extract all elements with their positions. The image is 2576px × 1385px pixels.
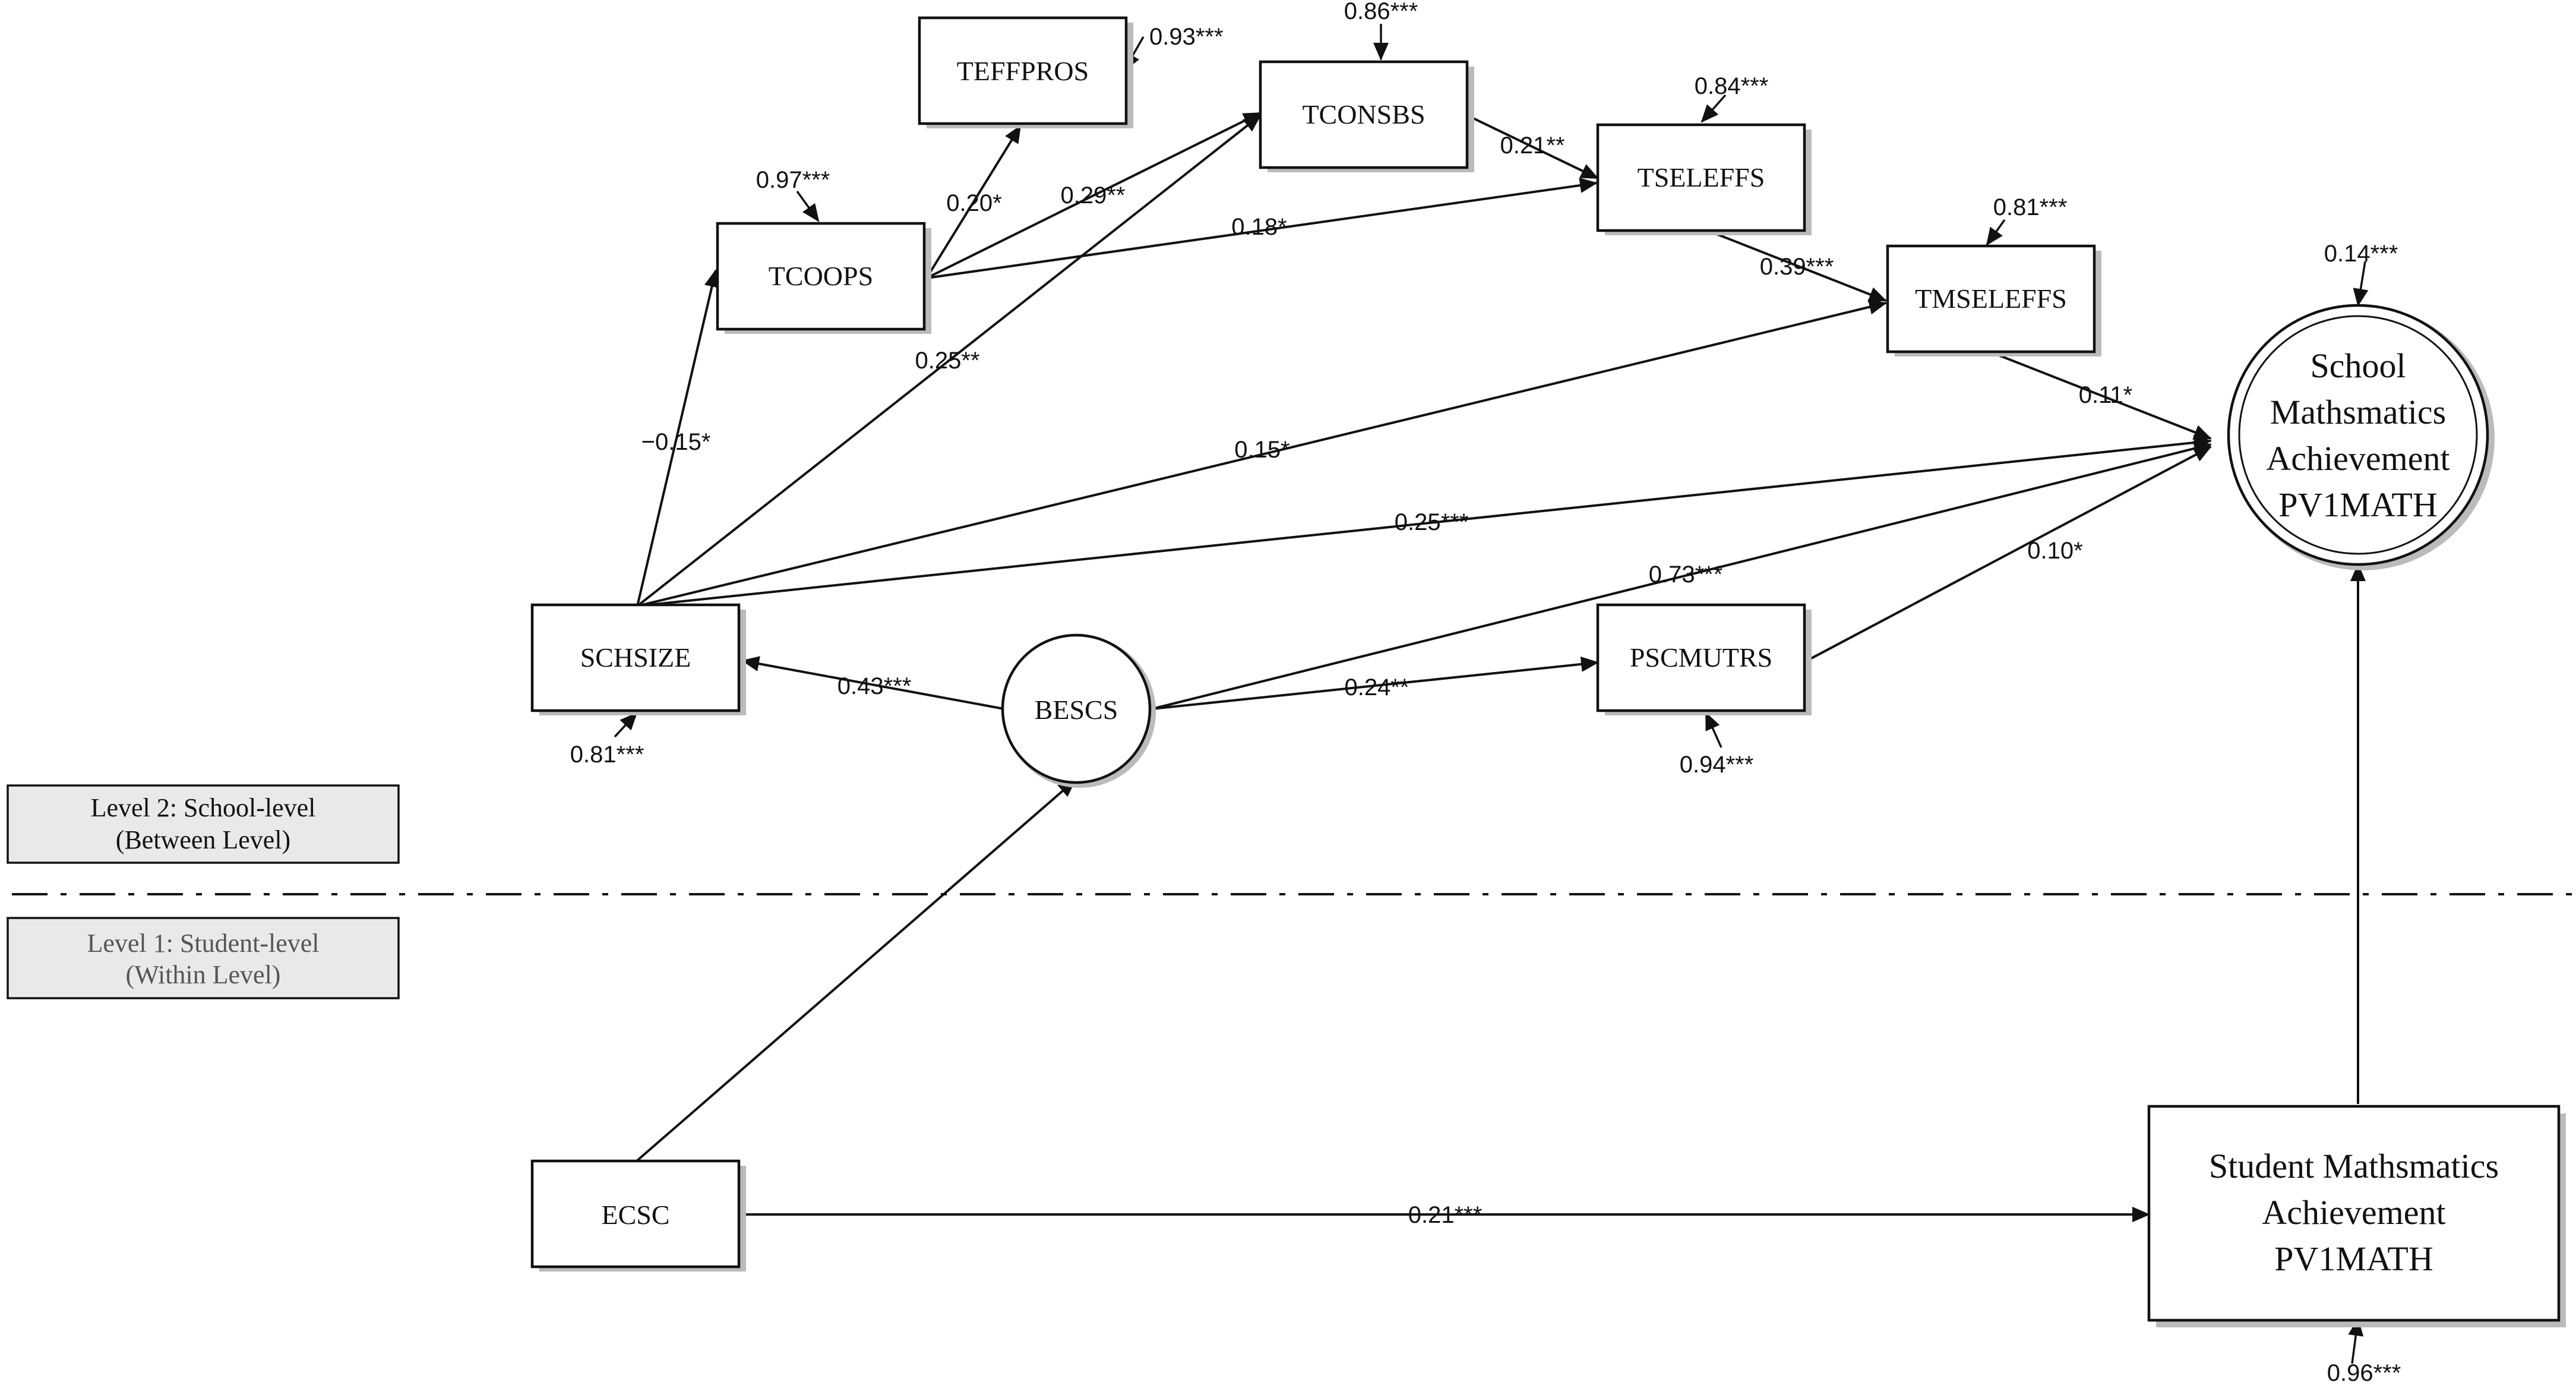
- coef-besc-pscmutrs: 0.24**: [1345, 674, 1409, 701]
- node-teffpros-label: TEFFPROS: [957, 56, 1089, 86]
- residual-tseleffs: 0.84***: [1695, 73, 1769, 99]
- path-schsize-tcoops: [636, 269, 720, 607]
- path-pscmutrs-school: [1806, 446, 2212, 662]
- residual-pscmutrs: 0.94***: [1680, 752, 1754, 778]
- school-achievement-line-3: Achievement: [2266, 439, 2449, 478]
- residual-arrow-tcoops: [796, 190, 820, 222]
- node-besc: BESCS: [1001, 633, 1156, 788]
- school-achievement-line-2: Mathsmatics: [2270, 393, 2446, 431]
- residual-arrow-pscmutrs: [1705, 712, 1722, 748]
- node-tcoops-label: TCOOPS: [769, 261, 873, 291]
- node-student-achievement: Student Mathsmatics Achievement PV1MATH: [2147, 1105, 2566, 1327]
- student-achievement-line-2: Achievement: [2262, 1193, 2445, 1232]
- residual-arrow-tmseleffs: [1986, 219, 2006, 246]
- coef-schsize-tmseleffs: 0.15*: [1234, 437, 1289, 463]
- node-tseleffs: TSELEFFS: [1596, 123, 1812, 235]
- node-schsize: SCHSIZE: [530, 603, 746, 715]
- coef-schsize-tcoops: −0.15*: [641, 429, 711, 455]
- node-pscmutrs: PSCMUTRS: [1596, 603, 1812, 715]
- node-tmseleffs: TMSELEFFS: [1886, 244, 2101, 356]
- level-2-title: Level 2: School-level: [91, 793, 316, 822]
- node-tmseleffs-label: TMSELEFFS: [1915, 283, 2067, 314]
- level-2-label: Level 2: School-level (Between Level): [7, 784, 400, 864]
- residual-arrow-tseleffs: [1701, 94, 1727, 123]
- coef-besc-schsize: 0.43***: [837, 673, 912, 699]
- path-tmseleffs-school: [1989, 351, 2212, 440]
- coef-schsize-tconsbs: 0.25**: [915, 348, 980, 374]
- path-tcoops-teffpros: [925, 125, 1022, 279]
- residual-tcoops: 0.97***: [756, 167, 830, 193]
- coef-pscmutrs-school: 0.10*: [2027, 538, 2082, 564]
- path-tseleffs-tmseleffs: [1710, 231, 1887, 302]
- residual-arrow-school: [2353, 261, 2369, 307]
- node-teffpros: TEFFPROS: [918, 16, 1133, 128]
- node-ecsc: ECSC: [530, 1159, 746, 1272]
- level-1-title: Level 1: Student-level: [87, 929, 320, 958]
- path-besc-school: [1152, 441, 2212, 710]
- student-achievement-line-1: Student Mathsmatics: [2209, 1147, 2499, 1185]
- path-schsize-school: [637, 434, 2212, 607]
- path-besc-schsize: [741, 656, 1004, 710]
- level-1-label: Level 1: Student-level (Within Level): [7, 917, 400, 999]
- residual-school-achievement: 0.14***: [2324, 241, 2398, 267]
- node-schsize-label: SCHSIZE: [580, 642, 691, 673]
- residual-schsize: 0.81***: [570, 742, 644, 768]
- coef-tcoops-teffpros: 0.20*: [946, 190, 1001, 216]
- node-tcoops: TCOOPS: [716, 222, 931, 334]
- node-besc-label: BESCS: [1035, 695, 1118, 725]
- residual-tmseleffs: 0.81***: [1993, 194, 2068, 220]
- node-tconsbs: TCONSBS: [1259, 60, 1474, 172]
- coef-ecsc-student: 0.21***: [1408, 1202, 1483, 1228]
- path-schsize-tconsbs: [636, 114, 1262, 607]
- student-achievement-line-3: PV1MATH: [2274, 1239, 2433, 1278]
- coef-tseleffs-tmseleffs: 0.39***: [1760, 254, 1834, 280]
- node-ecsc-label: ECSC: [601, 1200, 669, 1230]
- path-schsize-tmseleffs: [637, 299, 1887, 607]
- residual-student-achievement: 0.96***: [2327, 1360, 2401, 1385]
- residual-teffpros: 0.93***: [1149, 24, 1224, 50]
- path-besc-pscmutrs: [1152, 656, 1599, 710]
- path-tconsbs-tseleffs: [1468, 115, 1599, 179]
- coef-besc-school: 0.73***: [1649, 561, 1723, 588]
- path-tcoops-tseleffs: [926, 178, 1598, 279]
- path-ecsc-besc: [636, 779, 1076, 1162]
- coef-tmseleffs-school: 0.11*: [2079, 382, 2132, 408]
- node-school-achievement: School Mathsmatics Achievement PV1MATH: [2227, 304, 2495, 570]
- school-achievement-line-4: PV1MATH: [2278, 485, 2438, 524]
- path-tcoops-tconsbs: [926, 112, 1262, 279]
- node-tconsbs-label: TCONSBS: [1302, 99, 1425, 130]
- coef-tcoops-tseleffs: 0.18*: [1231, 214, 1287, 240]
- level-2-subtitle: (Between Level): [116, 825, 290, 854]
- residual-tconsbs: 0.86***: [1344, 0, 1418, 24]
- coef-schsize-school: 0.25***: [1395, 509, 1469, 535]
- school-achievement-line-1: School: [2310, 346, 2406, 385]
- coef-tcoops-tconsbs: 0.29**: [1061, 182, 1126, 209]
- residual-arrow-schsize: [614, 712, 638, 738]
- node-pscmutrs-label: PSCMUTRS: [1630, 642, 1772, 673]
- coef-tconsbs-tseleffs: 0.21**: [1500, 132, 1565, 159]
- node-tseleffs-label: TSELEFFS: [1638, 162, 1765, 193]
- level-1-subtitle: (Within Level): [126, 960, 281, 989]
